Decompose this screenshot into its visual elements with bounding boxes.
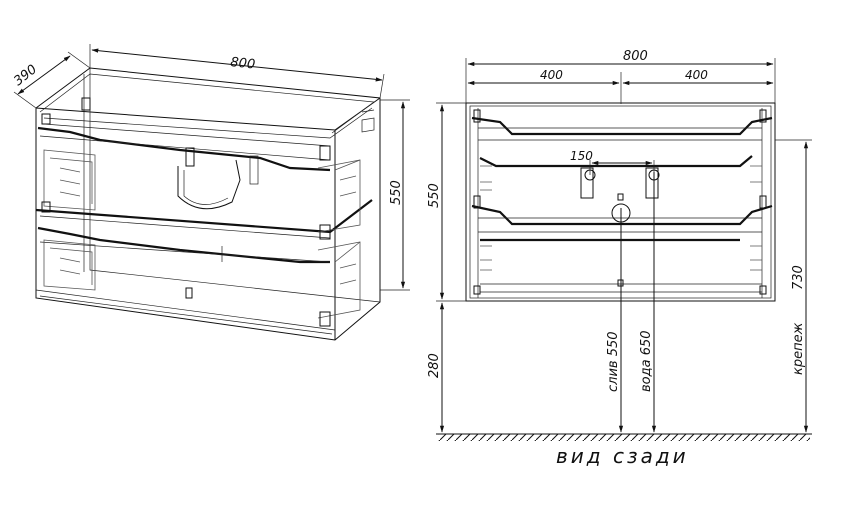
iso-top-drawer-front (37, 126, 331, 172)
iso-bottom-drawer-front (37, 226, 330, 264)
iso-height-label: 550 (389, 180, 404, 205)
floor-offset-label: 280 (427, 353, 442, 378)
iso-cabinet-outline (35, 67, 381, 341)
view-caption: вид сзади (556, 444, 689, 468)
rear-left-half-label: 400 (540, 68, 563, 82)
rear-dimensions: 800 400 400 150 550 280 слив 550 вода 65… (427, 49, 812, 433)
iso-depth-label: 390 (11, 62, 40, 89)
water-label: вода 650 (639, 330, 654, 392)
mount-height-label: 730 (791, 265, 806, 290)
mount-label: крепеж (791, 322, 806, 375)
isometric-view (35, 67, 381, 341)
iso-top-front-edge (35, 97, 381, 131)
rear-width-label: 800 (623, 49, 648, 64)
hole-spacing-label: 150 (570, 149, 593, 163)
rear-height-label: 550 (427, 183, 442, 208)
drain-label: слив 550 (606, 331, 621, 392)
rear-view (465, 102, 776, 302)
rear-right-half-label: 400 (685, 68, 708, 82)
floor-line (436, 433, 812, 441)
mount-bracket-right (645, 167, 660, 199)
iso-siphon-cutout (177, 159, 241, 210)
iso-width-label: 800 (230, 55, 256, 73)
mount-bracket-left (580, 167, 596, 199)
